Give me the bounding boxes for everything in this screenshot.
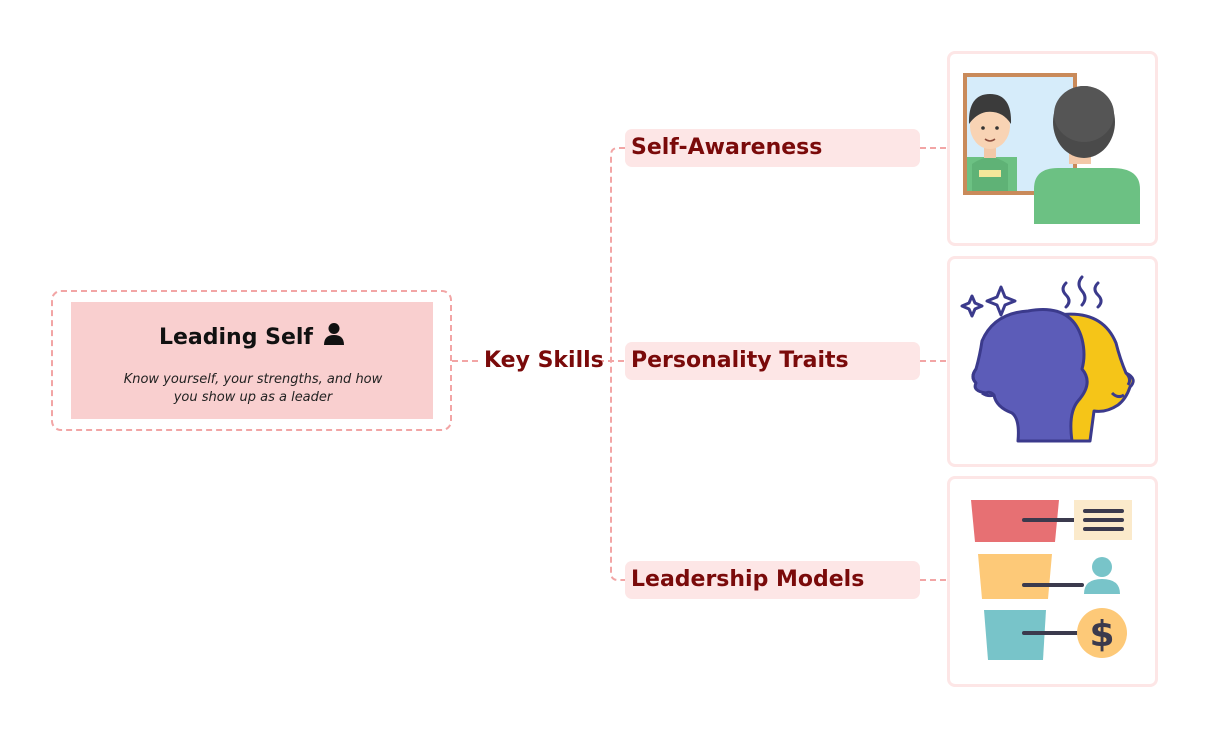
svg-text:$: $ — [1089, 614, 1114, 655]
person-icon — [323, 322, 345, 352]
hub-label: Key Skills — [484, 348, 604, 373]
mirror-reflection-icon — [963, 73, 1140, 224]
leadership-models-card: $ — [947, 476, 1158, 687]
two-heads-icon — [960, 275, 1135, 443]
root-node-frame — [51, 290, 452, 431]
personality-traits-card — [947, 256, 1158, 467]
funnel-process-icon: $ — [971, 500, 1132, 660]
branch-personality-traits: Personality Traits — [625, 342, 920, 380]
root-node — [71, 302, 433, 419]
self-awareness-card — [947, 51, 1158, 246]
root-title-row: Leading Self — [71, 322, 433, 352]
root-subtitle: Know yourself, your strengths, and how y… — [123, 372, 383, 405]
branch-leadership-models: Leadership Models — [625, 561, 920, 599]
root-title: Leading Self — [158, 325, 314, 350]
branch-self-awareness: Self-Awareness — [625, 129, 920, 167]
